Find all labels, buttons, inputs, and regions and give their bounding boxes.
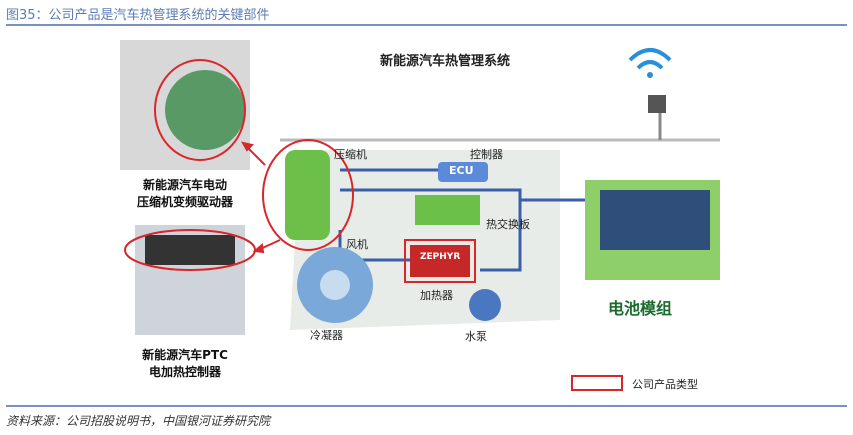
- wifi-icon: [628, 48, 672, 70]
- compressor-highlight: [262, 139, 354, 251]
- heat-exchanger-shape: [415, 195, 480, 225]
- label-condenser: 冷凝器: [310, 329, 343, 342]
- figure-title: 图35：公司产品是汽车热管理系统的关键部件: [6, 8, 270, 23]
- pump-shape: [469, 289, 501, 321]
- caption-compressor-driver: 新能源汽车电动 压缩机变频驱动器: [136, 178, 233, 209]
- label-compressor: 压缩机: [334, 148, 367, 161]
- legend-swatch: [571, 375, 623, 391]
- pcb-image: [165, 70, 245, 150]
- top-divider: [6, 24, 847, 26]
- label-heat-exchanger: 热交换板: [486, 218, 530, 231]
- diagram-title: 新能源汽车热管理系统: [380, 54, 511, 69]
- source-note: 资料来源：公司招股说明书，中国银河证券研究院: [6, 414, 271, 428]
- label-battery: 电池模组: [608, 299, 673, 318]
- label-ecu: ECU: [449, 164, 474, 177]
- label-fan: 风机: [346, 238, 368, 251]
- ecu-shape: [438, 162, 488, 182]
- ptc-controller-box: [145, 235, 235, 265]
- heater-shape: [410, 245, 470, 277]
- label-pump: 水泵: [465, 330, 487, 343]
- label-heater-brand: ZEPHYR: [420, 252, 461, 262]
- bottom-divider: [6, 405, 847, 407]
- caption-ptc-controller: 新能源汽车PTC 电加热控制器: [142, 348, 228, 379]
- label-controller: 控制器: [470, 148, 503, 161]
- arrows: [241, 141, 281, 254]
- label-heater: 加热器: [420, 289, 453, 302]
- highlight-ellipse: [154, 59, 246, 161]
- antenna-module: [648, 95, 666, 113]
- compressor-shape: [285, 150, 330, 240]
- legend-label: 公司产品类型: [632, 378, 698, 391]
